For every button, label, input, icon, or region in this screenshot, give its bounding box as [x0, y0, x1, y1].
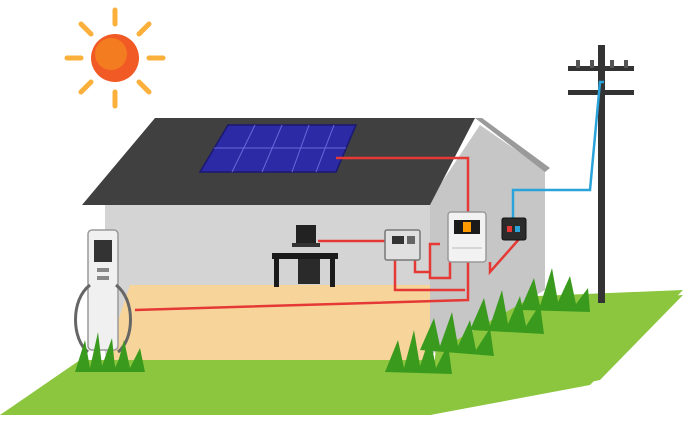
utility-pole-icon [568, 45, 634, 303]
power-wiring [134, 156, 521, 312]
sun-icon [64, 7, 166, 109]
house-floor [105, 285, 430, 360]
grid-wiring [511, 80, 604, 225]
computer-icon [272, 225, 338, 287]
meter-icon [384, 229, 421, 261]
solar-panel-icon [198, 124, 358, 173]
inverter-icon [447, 211, 487, 263]
grass [75, 268, 590, 374]
distribution-box-icon [501, 217, 527, 241]
